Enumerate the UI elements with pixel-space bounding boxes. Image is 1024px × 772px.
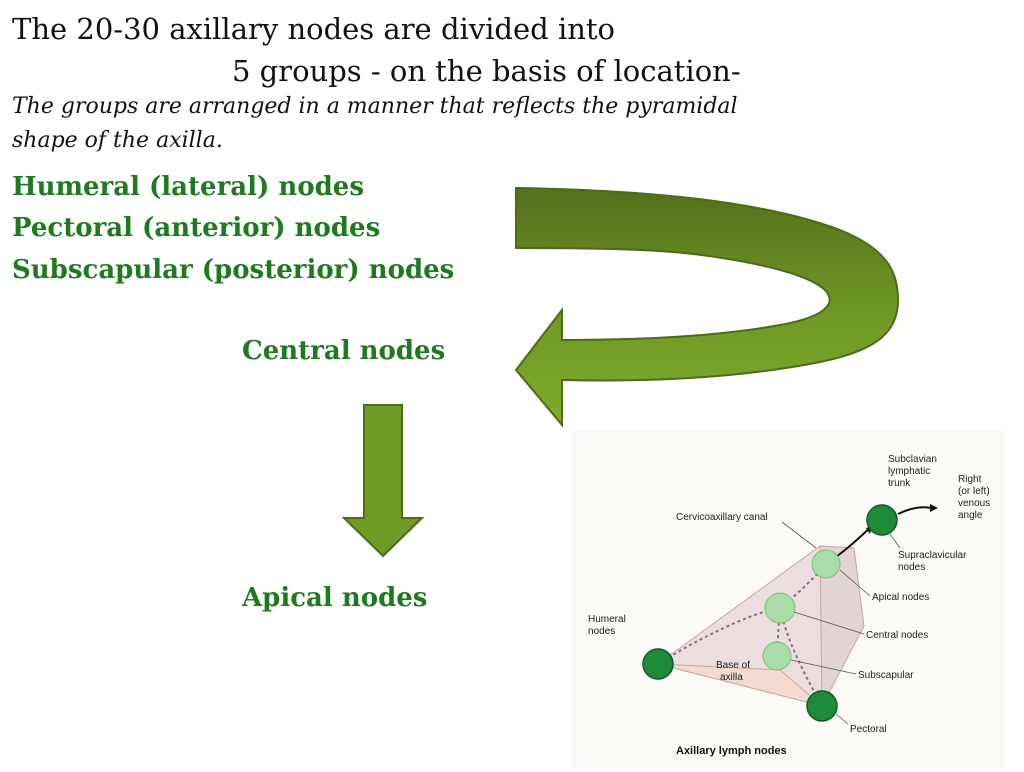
heading-line-1: The 20-30 axillary nodes are divided int…	[12, 12, 616, 46]
subclavian-label-3: trunk	[888, 478, 911, 489]
subscapular-node-icon	[762, 641, 792, 671]
central-nodes-label: Central nodes	[242, 336, 446, 366]
venous-label-4: angle	[958, 510, 983, 521]
down-arrow-icon	[341, 404, 425, 558]
axillary-nodes-diagram: Subclavian lymphatic trunk Right (or lef…	[572, 430, 1004, 768]
humeral-node-icon	[642, 648, 674, 680]
apical-label: Apical nodes	[872, 592, 929, 603]
humeral-label-2: nodes	[588, 626, 615, 637]
supraclavicular-label-2: nodes	[898, 562, 925, 573]
subscapular-nodes-label: Subscapular (posterior) nodes	[12, 255, 455, 285]
apical-node-icon	[811, 549, 841, 579]
venous-label-1: Right	[958, 474, 982, 485]
supraclavicular-label-1: Supraclavicular	[898, 550, 967, 561]
central-label: Central nodes	[866, 630, 928, 641]
subheading-line-2: shape of the axilla.	[12, 128, 223, 153]
subheading-line-1: The groups are arranged in a manner that…	[12, 94, 738, 119]
heading-line-2: 5 groups - on the basis of location-	[232, 54, 741, 88]
humeral-nodes-label: Humeral (lateral) nodes	[12, 172, 364, 202]
venous-label-2: (or left)	[958, 486, 990, 497]
supraclavicular-node-icon	[866, 504, 898, 536]
base-label-2: axilla	[720, 672, 743, 683]
pectoral-node-icon	[806, 690, 838, 722]
cervicoaxillary-label: Cervicoaxillary canal	[676, 512, 768, 523]
curved-arrow-icon	[514, 186, 900, 428]
axilla-pyramid-side	[819, 545, 865, 707]
humeral-label-1: Humeral	[588, 614, 626, 625]
axilla-base	[657, 663, 823, 707]
central-node-icon	[764, 592, 796, 624]
apical-nodes-label: Apical nodes	[242, 583, 428, 613]
pectoral-nodes-label: Pectoral (anterior) nodes	[12, 213, 381, 243]
diagram-figure: Subclavian lymphatic trunk Right (or lef…	[588, 454, 990, 757]
subclavian-label-2: lymphatic	[888, 466, 930, 477]
pectoral-label: Pectoral	[850, 724, 887, 735]
subscapular-label: Subscapular	[858, 670, 914, 681]
subclavian-label-1: Subclavian	[888, 454, 937, 465]
base-label-1: Base of	[716, 660, 750, 671]
venous-label-3: venous	[958, 498, 990, 509]
diagram-caption: Axillary lymph nodes	[676, 745, 787, 757]
